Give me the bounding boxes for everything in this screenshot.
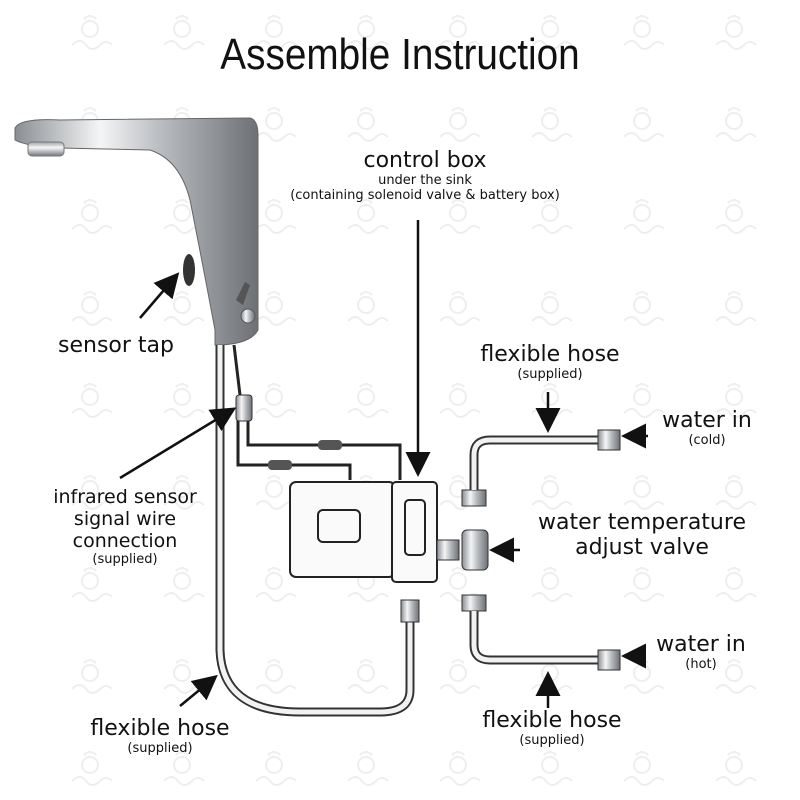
sensor-tap-label: sensor tap bbox=[58, 333, 174, 358]
watermark-logo bbox=[439, 199, 481, 234]
watermark-logo bbox=[623, 383, 665, 418]
watermark-logo bbox=[623, 107, 665, 142]
watermark-logo bbox=[347, 383, 389, 418]
watermark-logo bbox=[715, 475, 757, 510]
watermark-logo bbox=[439, 291, 481, 326]
watermark-logo bbox=[163, 567, 205, 602]
watermark-logo bbox=[715, 383, 757, 418]
watermark-logo bbox=[439, 383, 481, 418]
watermark-logo bbox=[71, 567, 113, 602]
watermark-logo bbox=[623, 567, 665, 602]
watermark-logo bbox=[531, 291, 573, 326]
watermark-logo bbox=[71, 199, 113, 234]
watermark-logo bbox=[255, 751, 297, 786]
wire-connector bbox=[235, 394, 253, 422]
watermark-logo bbox=[715, 199, 757, 234]
control-box-drawing bbox=[289, 481, 460, 583]
watermark-logo bbox=[623, 291, 665, 326]
watermark-logo bbox=[715, 751, 757, 786]
watermark-logo bbox=[71, 751, 113, 786]
watermark-logo bbox=[439, 15, 481, 50]
watermark-logo bbox=[623, 199, 665, 234]
watermark-logo bbox=[347, 659, 389, 694]
right-hoses bbox=[469, 435, 600, 665]
flexible-hose-top-label: flexible hose (supplied) bbox=[480, 342, 620, 382]
flexible-hose-bottom-left-label: flexible hose (supplied) bbox=[90, 716, 230, 756]
watermark-logo bbox=[715, 659, 757, 694]
watermark-logo bbox=[255, 383, 297, 418]
watermark-logo bbox=[439, 659, 481, 694]
watermark-logo bbox=[163, 15, 205, 50]
signal-wires bbox=[232, 344, 402, 480]
watermark-logo bbox=[531, 199, 573, 234]
valve-label: water temperature adjust valve bbox=[538, 510, 746, 560]
watermark-logo bbox=[255, 291, 297, 326]
hot-inlet-nut bbox=[597, 649, 621, 671]
flexible-hose-bottom-right-label: flexible hose (supplied) bbox=[482, 708, 622, 748]
watermark-logo bbox=[255, 567, 297, 602]
watermark-logo bbox=[439, 751, 481, 786]
watermark-logo bbox=[531, 475, 573, 510]
watermark-logo bbox=[163, 383, 205, 418]
wire-connector-3 bbox=[268, 460, 292, 470]
temperature-valve bbox=[461, 489, 489, 612]
watermark-logo bbox=[71, 291, 113, 326]
watermark-logo bbox=[163, 751, 205, 786]
watermark-logo bbox=[623, 475, 665, 510]
watermark-logo bbox=[347, 107, 389, 142]
infrared-sensor-window bbox=[183, 254, 195, 286]
watermark-logo bbox=[347, 751, 389, 786]
watermark-logo bbox=[255, 107, 297, 142]
watermark-logo bbox=[163, 475, 205, 510]
watermark-logo bbox=[715, 107, 757, 142]
watermark-logo bbox=[255, 659, 297, 694]
watermark-logo bbox=[623, 15, 665, 50]
cold-inlet-nut bbox=[597, 429, 621, 451]
watermark-logo bbox=[439, 567, 481, 602]
sensor-tap-faucet bbox=[14, 117, 259, 346]
watermark-logo bbox=[255, 15, 297, 50]
watermark-logo bbox=[347, 199, 389, 234]
watermark-logo bbox=[439, 107, 481, 142]
watermark-logo bbox=[715, 291, 757, 326]
water-in-hot-label: water in (hot) bbox=[656, 632, 746, 672]
control-box-label: control box under the sink (containing s… bbox=[290, 148, 560, 203]
watermark-logo bbox=[71, 15, 113, 50]
water-in-cold-label: water in (cold) bbox=[662, 408, 752, 448]
watermark-logo bbox=[715, 15, 757, 50]
watermark-logo bbox=[531, 567, 573, 602]
pointer-arrows bbox=[119, 220, 648, 708]
watermark-logo bbox=[623, 751, 665, 786]
watermark-logo bbox=[347, 291, 389, 326]
watermark-logo bbox=[71, 383, 113, 418]
watermark-logo bbox=[71, 475, 113, 510]
watermark-logo bbox=[531, 751, 573, 786]
watermark-logo bbox=[255, 199, 297, 234]
watermark-logo bbox=[71, 659, 113, 694]
infrared-sensor-label: infrared sensor signal wire connection (… bbox=[53, 486, 197, 567]
watermark-logo bbox=[531, 15, 573, 50]
page-title: Assemble Instruction bbox=[220, 30, 580, 79]
wire-connector-2 bbox=[318, 440, 342, 450]
watermark-logo bbox=[715, 567, 757, 602]
watermark-logo bbox=[347, 15, 389, 50]
watermark-logo bbox=[531, 107, 573, 142]
